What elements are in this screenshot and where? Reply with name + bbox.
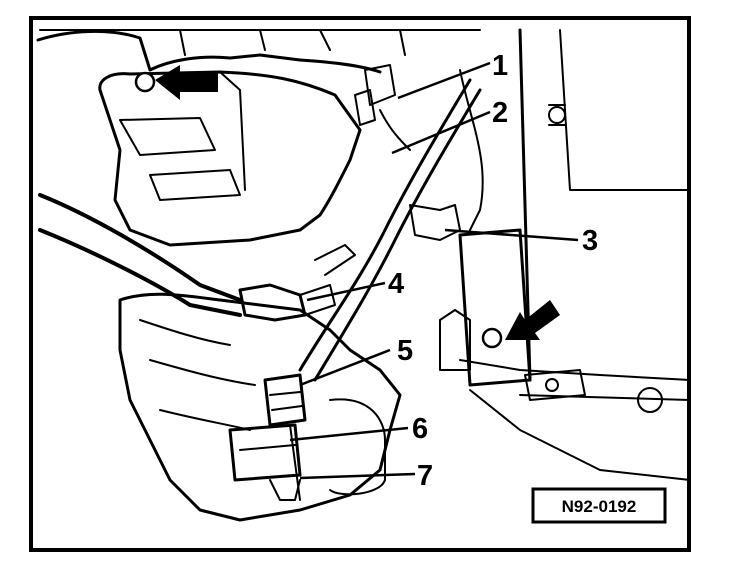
leader-line-7: [299, 472, 416, 480]
reference-code: N92-0192: [562, 497, 637, 516]
reference-code-box: [531, 487, 667, 524]
callout-2: 2: [492, 97, 508, 129]
callout-7: 7: [417, 460, 433, 492]
callout-5: 5: [397, 335, 413, 367]
callout-6: 6: [412, 413, 428, 445]
callout-4: 4: [388, 268, 404, 300]
leader-lines: [289, 61, 579, 480]
callout-3: 3: [582, 225, 598, 257]
right-arrow: [505, 300, 560, 340]
leader-line-1: [397, 61, 491, 100]
right-arrow-bolt: [481, 327, 503, 349]
top-left-arrow-bolt: [134, 71, 156, 93]
leader-line-5: [299, 348, 391, 387]
figure-frame: [29, 16, 691, 552]
leader-line-3: [444, 228, 579, 242]
callout-1: 1: [492, 50, 508, 82]
leader-line-4: [306, 281, 386, 302]
top-left-arrow: [155, 65, 218, 100]
leader-line-6: [289, 426, 409, 442]
leader-line-2: [391, 110, 491, 155]
